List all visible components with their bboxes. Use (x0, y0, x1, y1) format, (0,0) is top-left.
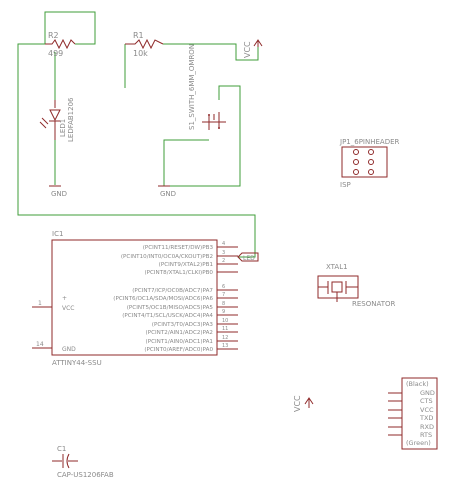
resistor-r1[interactable]: R1 10k (125, 31, 164, 58)
ic1-pin-label: (PCINT1/AIN0/ADC1)PA1 (146, 339, 214, 345)
ftdi-pin-lines (388, 392, 402, 436)
ic1-pin-number: 6 (222, 284, 225, 290)
ftdi-pin-labels: (Black) GND CTS VCC TXD RXD RTS (Green) (406, 380, 435, 447)
ic1-right-pins (217, 246, 238, 350)
wire-led-net[interactable] (44, 11, 96, 45)
jp1-name: JP1_6PINHEADER (339, 138, 400, 146)
ic1-pin-label: (PCINT0/AREF/ADC0)PA0 (144, 347, 213, 353)
jp1-label: ISP (340, 181, 351, 189)
ic1-name: IC1 (52, 230, 63, 238)
ic1-right-pin-labels: (PCINT11/RESET/DW)PB3 (PCINT10/INT0/OC0A… (113, 245, 213, 353)
ic1-pin-number: 10 (222, 318, 228, 324)
resistor-r2[interactable]: R2 499 (45, 31, 76, 58)
isp-pins (353, 149, 374, 175)
wire-switch-gnd[interactable] (163, 139, 209, 186)
ic1-pin-number: 3 (222, 250, 225, 256)
ic1-right-pin-numbers: 4 3 2 6 7 8 9 10 11 12 13 (222, 241, 228, 349)
ic1-pin-number: 2 (222, 258, 225, 264)
ftdi-label: (Green) (406, 439, 431, 447)
led-name: LED1 (59, 119, 67, 137)
ftdi-label: CTS (420, 397, 433, 405)
gnd-sw-label: GND (160, 190, 176, 198)
wire-led-net-left[interactable] (17, 43, 256, 258)
ic1-pin-label: (PCINT5/OC1B/MISO/ADC5)PA5 (127, 305, 214, 311)
ic1-pin1-num: 1 (38, 300, 42, 307)
vcc-symbol-bottom: VCC (293, 395, 314, 412)
led-led1[interactable]: LED1 LEDFAB1206 (39, 97, 75, 142)
ic-ic1[interactable]: IC1 1 14 + VCC GND (PCINT11/RESET/DW)PB3… (32, 230, 238, 367)
ftdi-label: GND (420, 389, 435, 397)
led-net-label: LED (243, 255, 255, 262)
wire-r1-vcc[interactable] (163, 43, 259, 61)
gnd-symbol-switch: GND (158, 185, 176, 198)
ic1-gnd-label: GND (62, 346, 76, 353)
ftdi-label: TXD (419, 414, 433, 422)
r1-name: R1 (133, 31, 144, 40)
ic1-vcc-label: VCC (62, 305, 74, 312)
c1-value: CAP-US1206FAB (57, 471, 114, 479)
r2-name: R2 (48, 31, 59, 40)
r2-value: 499 (48, 49, 63, 58)
net-label-led[interactable]: LED (237, 252, 259, 262)
ftdi-label: (Black) (406, 380, 429, 388)
ic1-pin-number: 4 (222, 241, 225, 247)
switch-s1[interactable]: S1_SWITH_6MM_OMRON (188, 44, 226, 130)
gnd-symbol-led: GND (49, 185, 67, 198)
ic1-pin-label: (PCINT7/ICP/OC0B/ADC7)PA7 (132, 288, 213, 294)
ic1-pin-label: (PCINT10/INT0/OC0A/CKOUT)PB2 (121, 254, 213, 260)
ic1-pin-number: 8 (222, 301, 225, 307)
xtal1-value: RESONATOR (352, 300, 396, 308)
r1-value: 10k (133, 49, 148, 58)
ic1-pin-number: 13 (222, 343, 228, 349)
ic1-pin-label: (PCINT9/XTAL2)PB1 (159, 262, 214, 268)
isp-header-jp1[interactable]: JP1_6PINHEADER ISP (339, 138, 400, 189)
ic1-pin-number: 11 (222, 326, 228, 332)
ftdi-label: RXD (420, 423, 434, 431)
wire-switch-right[interactable] (164, 85, 241, 187)
ftdi-label: RTS (420, 431, 432, 439)
ic1-value: ATTINY44-SSU (52, 359, 102, 367)
vcc-bottom-label: VCC (293, 395, 302, 412)
ic1-vcc-plus: + (62, 295, 67, 302)
ic1-pin-number: 12 (222, 335, 228, 341)
ic1-pin-label: (PCINT4/T1/SCL/USCK/ADC4)PA4 (122, 313, 213, 319)
ic1-pin-label: (PCINT6/OC1A/SDA/MOSI/ADC6)PA6 (113, 296, 213, 302)
ic1-pin-label: (PCINT11/RESET/DW)PB3 (143, 245, 214, 251)
ic1-pin-number: 7 (222, 292, 225, 298)
gnd-led-label: GND (51, 190, 67, 198)
ic1-pin-label: (PCINT8/XTAL1/CLKI)PB0 (144, 270, 213, 276)
ic1-pin-number: 9 (222, 309, 225, 315)
capacitor-c1[interactable]: C1 CAP-US1206FAB (52, 445, 114, 479)
s1-name: S1_SWITH_6MM_OMRON (188, 44, 196, 130)
vcc-top-label: VCC (243, 41, 252, 58)
ftdi-header[interactable]: (Black) GND CTS VCC TXD RXD RTS (Green) (388, 377, 438, 450)
vcc-symbol-top: VCC (243, 39, 263, 58)
resonator-xtal1[interactable]: XTAL1 RESONATOR (317, 263, 396, 308)
led-value: LEDFAB1206 (67, 97, 75, 142)
ic1-pin-label: (PCINT2/AIN1/ADC2)PA2 (146, 330, 213, 336)
c1-name: C1 (57, 445, 66, 453)
net-wires (17, 11, 259, 258)
xtal1-name: XTAL1 (326, 263, 348, 271)
ic1-pin14-num: 14 (36, 341, 44, 348)
ic1-pin-label: (PCINT3/T0/ADC3)PA3 (152, 322, 214, 328)
ftdi-label: VCC (420, 406, 434, 414)
